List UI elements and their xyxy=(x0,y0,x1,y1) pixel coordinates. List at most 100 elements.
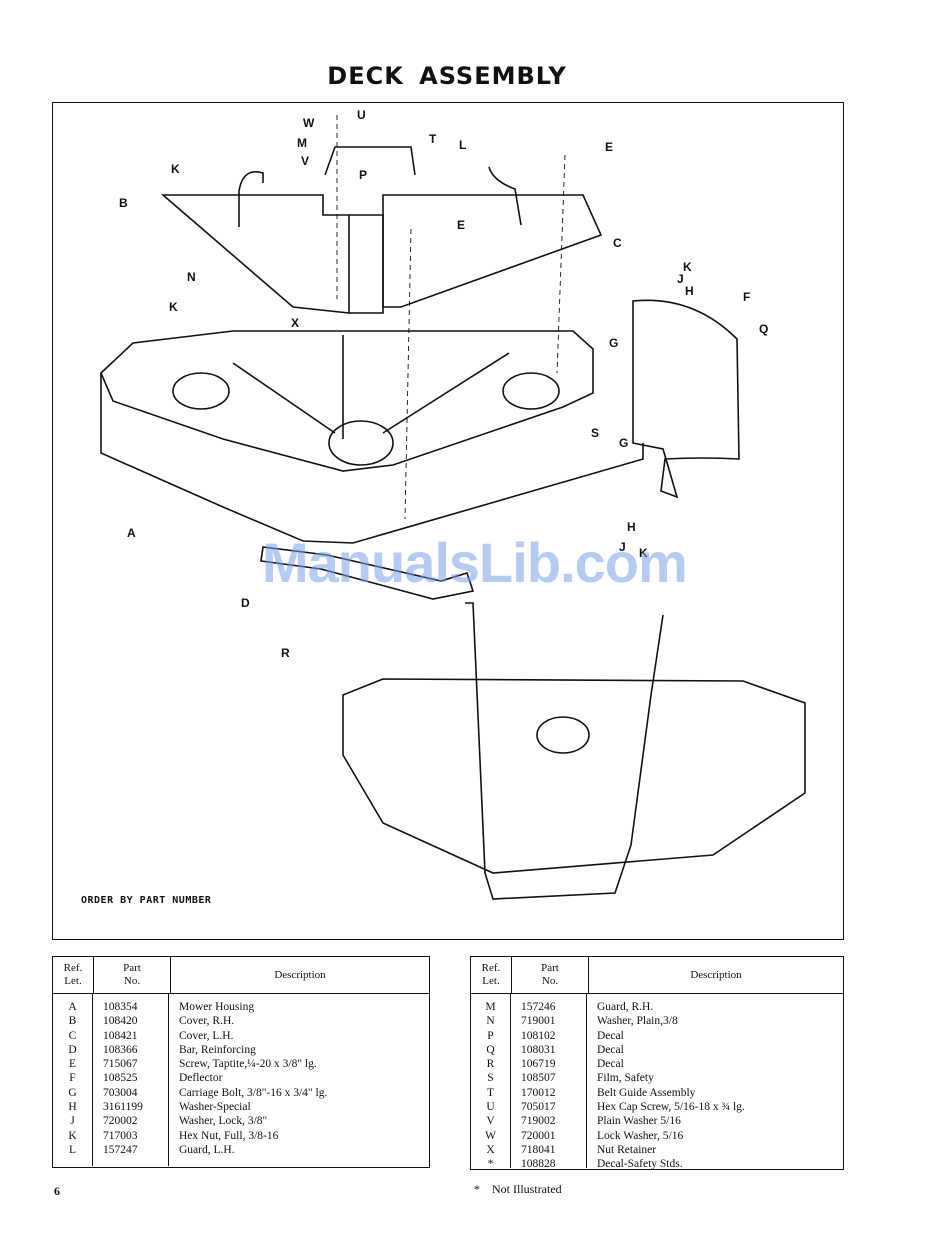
ref-cell: E xyxy=(68,1058,77,1071)
label-u: U xyxy=(357,108,366,122)
deck-assembly-illustration: U W M V T L E K P B E C N K X K J H F Q … xyxy=(100,108,806,900)
label-p: P xyxy=(359,168,367,182)
header-ref: Ref.Let. xyxy=(471,957,512,993)
label-l: L xyxy=(459,138,466,152)
assembled-frame xyxy=(465,602,664,900)
desc-cell: Washer, Plain,3/8 xyxy=(597,1015,678,1028)
desc-cell: Decal xyxy=(597,1058,624,1071)
label-q: Q xyxy=(759,322,768,336)
ref-cell: D xyxy=(68,1043,77,1056)
label-a: A xyxy=(127,526,136,540)
mower-housing-side xyxy=(100,373,644,544)
part-cell: 108354 xyxy=(103,1001,138,1013)
desc-cell: Hex Nut, Full, 3/8-16 xyxy=(179,1129,279,1142)
desc-cell: Mower Housing xyxy=(179,1001,255,1013)
ref-column: A B C D E F G H J K L xyxy=(53,994,93,1166)
ref-cell: S xyxy=(487,1072,494,1085)
footnote: *Not Illustrated xyxy=(474,1182,562,1197)
desc-cell: Washer, Lock, 3/8" xyxy=(179,1115,268,1128)
part-cell: 108421 xyxy=(103,1029,138,1042)
align-line-3 xyxy=(556,154,566,374)
desc-column: Mower Housing Cover, R.H. Cover, L.H. Ba… xyxy=(169,994,429,1166)
ref-cell: B xyxy=(68,1015,77,1028)
desc-cell: Nut Retainer xyxy=(597,1143,657,1156)
spindle-center xyxy=(328,420,394,466)
cover-rh-outline xyxy=(160,194,350,314)
desc-cell: Lock Washer, 5/16 xyxy=(597,1129,684,1142)
order-note: ORDER BY PART NUMBER xyxy=(81,895,212,906)
desc-cell: Decal xyxy=(597,1043,624,1056)
label-f: F xyxy=(743,290,750,304)
guard-rh xyxy=(238,171,264,227)
footnote-marker: * xyxy=(474,1182,480,1196)
part-cell: 703004 xyxy=(103,1086,138,1099)
belt-guide xyxy=(324,146,416,176)
reinforcing-bar xyxy=(260,546,475,600)
ref-cell: K xyxy=(68,1129,77,1142)
part-cell: 715067 xyxy=(103,1058,138,1071)
part-cell: 718041 xyxy=(521,1143,556,1156)
label-v: V xyxy=(301,154,309,168)
part-cell: 108031 xyxy=(521,1043,556,1056)
assembled-housing xyxy=(342,678,806,874)
label-x: X xyxy=(291,316,299,330)
guard-lh xyxy=(488,166,522,226)
table-body: A B C D E F G H J K L 108354 108420 1084… xyxy=(53,994,429,1166)
label-d: D xyxy=(241,596,250,610)
desc-cell: Washer-Special xyxy=(179,1101,251,1114)
part-cell: 170012 xyxy=(521,1086,556,1099)
label-k-bottom: K xyxy=(639,546,648,560)
label-t: T xyxy=(429,132,437,146)
ref-cell: U xyxy=(486,1101,495,1114)
ref-cell: Q xyxy=(486,1043,495,1056)
part-column: 108354 108420 108421 108366 715067 10852… xyxy=(93,994,169,1166)
desc-cell: Bar, Reinforcing xyxy=(179,1043,256,1056)
label-g-top: G xyxy=(609,336,618,350)
label-s: S xyxy=(591,426,599,440)
desc-cell: Cover, R.H. xyxy=(179,1015,235,1028)
desc-cell: Plain Washer 5/16 xyxy=(597,1115,681,1128)
ref-cell: N xyxy=(486,1015,495,1028)
label-h-bottom: H xyxy=(627,520,636,534)
assembled-spindle xyxy=(536,716,590,754)
part-cell: 720001 xyxy=(521,1129,556,1142)
part-cell: 720002 xyxy=(103,1115,138,1128)
header-desc: Description xyxy=(274,968,326,981)
part-cell: 719001 xyxy=(521,1015,556,1028)
desc-cell: Carriage Bolt, 3/8"-16 x 3/4" lg. xyxy=(179,1086,328,1099)
header-desc: Description xyxy=(690,968,742,981)
exploded-diagram: U W M V T L E K P B E C N K X K J H F Q … xyxy=(52,102,844,940)
ref-cell: R xyxy=(486,1058,495,1071)
part-cell: 108366 xyxy=(103,1043,138,1056)
table-body: M N P Q R S T U V W X * 157246 719001 10… xyxy=(471,994,843,1170)
label-h-right: H xyxy=(685,284,694,298)
mower-housing-top xyxy=(100,330,594,472)
part-cell: 157247 xyxy=(103,1143,138,1156)
desc-cell: Belt Guide Assembly xyxy=(597,1086,696,1099)
label-c: C xyxy=(613,236,622,250)
desc-cell: Deflector xyxy=(179,1072,223,1085)
part-cell: 717003 xyxy=(103,1129,138,1142)
align-line-2 xyxy=(404,228,412,520)
desc-column: Guard, R.H. Washer, Plain,3/8 Decal Deca… xyxy=(587,994,843,1170)
ref-cell: H xyxy=(68,1101,77,1114)
part-column: 157246 719001 108102 108031 106719 10850… xyxy=(511,994,587,1170)
part-cell: 108420 xyxy=(103,1015,138,1028)
ref-cell: X xyxy=(486,1143,495,1156)
part-cell: 705017 xyxy=(521,1101,556,1114)
ref-column: M N P Q R S T U V W X * xyxy=(471,994,511,1170)
part-cell: 3161199 xyxy=(103,1101,143,1114)
ref-cell: L xyxy=(68,1143,77,1156)
ref-cell: C xyxy=(68,1029,77,1042)
housing-left-arm xyxy=(232,362,336,434)
label-m: M xyxy=(297,136,307,150)
part-cell: 106719 xyxy=(521,1058,556,1071)
label-j-right: J xyxy=(677,272,684,286)
label-w: W xyxy=(303,116,315,130)
part-cell: 108525 xyxy=(103,1072,138,1085)
label-k-top: K xyxy=(171,162,180,176)
